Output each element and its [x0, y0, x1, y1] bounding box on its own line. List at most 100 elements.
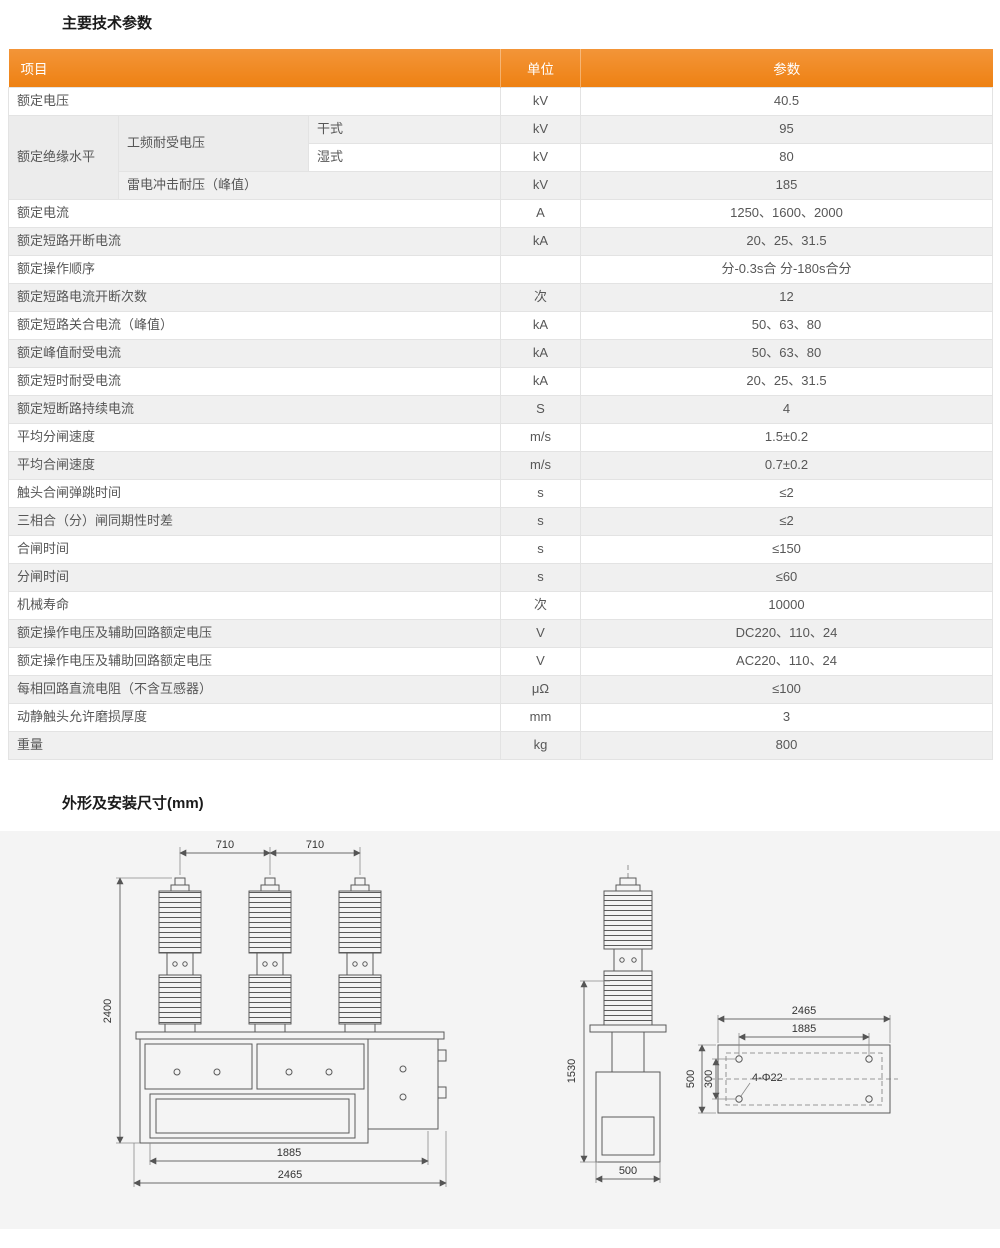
param-item: 动静触头允许磨损厚度 — [8, 703, 501, 732]
param-item-group: 额定绝缘水平 — [8, 115, 119, 200]
param-unit: V — [500, 619, 581, 648]
param-value: ≤2 — [580, 479, 993, 508]
param-unit: kV — [500, 115, 581, 144]
param-value: AC220、110、24 — [580, 647, 993, 676]
dim-front-width-inner: 1885 — [277, 1147, 301, 1159]
param-value: ≤60 — [580, 563, 993, 592]
param-unit: S — [500, 395, 581, 424]
param-value: ≤2 — [580, 507, 993, 536]
param-value: 50、63、80 — [580, 311, 993, 340]
side-view: 1530 500 — [566, 865, 667, 1183]
param-unit: s — [500, 563, 581, 592]
param-unit: kg — [500, 731, 581, 760]
param-unit: kA — [500, 367, 581, 396]
param-value: 800 — [580, 731, 993, 760]
param-value: 20、25、31.5 — [580, 367, 993, 396]
param-value: 95 — [580, 115, 993, 144]
param-unit: V — [500, 647, 581, 676]
dim-plan-width-inner: 1885 — [792, 1023, 816, 1035]
param-item: 额定短时耐受电流 — [8, 367, 501, 396]
param-item: 分闸时间 — [8, 563, 501, 592]
param-item: 额定短路关合电流（峰值） — [8, 311, 501, 340]
param-unit: s — [500, 507, 581, 536]
dim-plan-width-outer: 2465 — [792, 1005, 816, 1017]
param-unit: kA — [500, 339, 581, 368]
table-header-row: 项目 单位 参数 — [8, 49, 993, 88]
page-title-dimensions: 外形及安装尺寸(mm) — [62, 795, 204, 812]
param-value: 10000 — [580, 591, 993, 620]
param-unit: kV — [500, 171, 581, 200]
param-item: 触头合闸弹跳时间 — [8, 479, 501, 508]
param-item: 湿式 — [308, 143, 501, 172]
table-row: 额定操作顺序分-0.3s合 分-180s合分 — [8, 255, 993, 284]
param-unit: μΩ — [500, 675, 581, 704]
dim-pole-pitch-left: 710 — [216, 839, 234, 851]
param-item: 干式 — [308, 115, 501, 144]
param-unit: m/s — [500, 451, 581, 480]
param-unit: s — [500, 535, 581, 564]
dim-front-width-outer: 2465 — [278, 1169, 302, 1181]
param-value: ≤150 — [580, 535, 993, 564]
param-value: ≤100 — [580, 675, 993, 704]
param-item: 额定操作顺序 — [8, 255, 501, 284]
col-header-unit: 单位 — [500, 49, 581, 88]
param-value: 185 — [580, 171, 993, 200]
param-unit: s — [500, 479, 581, 508]
dim-plan-hole-pitch: 300 — [703, 1070, 715, 1088]
param-item: 重量 — [8, 731, 501, 760]
technical-drawing: 710 710 2400 1885 2465 — [102, 839, 898, 1187]
dim-side-height: 1530 — [566, 1059, 578, 1083]
dim-plan-holes: 4-Φ22 — [752, 1072, 783, 1084]
dim-side-depth: 500 — [619, 1165, 637, 1177]
param-item: 平均合闸速度 — [8, 451, 501, 480]
param-item: 三相合（分）闸同期性时差 — [8, 507, 501, 536]
dim-pole-pitch-right: 710 — [306, 839, 324, 851]
param-item: 雷电冲击耐压（峰值） — [118, 171, 501, 200]
table-row: 雷电冲击耐压（峰值） kV 185 — [9, 171, 993, 200]
param-unit: 次 — [500, 283, 581, 312]
param-unit: kA — [500, 311, 581, 340]
dim-plan-depth: 500 — [685, 1070, 697, 1088]
param-item: 平均分闸速度 — [8, 423, 501, 452]
page-title-parameters: 主要技术参数 — [62, 15, 153, 32]
param-unit: kA — [500, 227, 581, 256]
col-header-param: 参数 — [580, 49, 993, 88]
param-value: 0.7±0.2 — [580, 451, 993, 480]
param-item: 额定电流 — [8, 199, 501, 228]
dim-front-height: 2400 — [102, 999, 114, 1023]
param-item: 额定峰值耐受电流 — [8, 339, 501, 368]
param-item: 额定电压 — [8, 87, 501, 116]
param-value: 3 — [580, 703, 993, 732]
table-row: 额定绝缘水平 工频耐受电压 干式 kV 95 — [8, 115, 993, 200]
table-row: 每相回路直流电阻（不含互感器）μΩ≤100 — [8, 675, 993, 704]
param-value: 40.5 — [580, 87, 993, 116]
param-value: 20、25、31.5 — [580, 227, 993, 256]
param-unit: A — [500, 199, 581, 228]
param-unit: m/s — [500, 423, 581, 452]
front-view: 710 710 2400 1885 2465 — [102, 839, 447, 1187]
param-unit: kV — [500, 143, 581, 172]
param-value: DC220、110、24 — [580, 619, 993, 648]
col-header-item: 项目 — [8, 49, 501, 88]
param-value: 4 — [580, 395, 993, 424]
param-item: 额定操作电压及辅助回路额定电压 — [8, 619, 501, 648]
param-item: 每相回路直流电阻（不含互感器） — [8, 675, 501, 704]
param-item: 合闸时间 — [8, 535, 501, 564]
param-item: 机械寿命 — [8, 591, 501, 620]
param-value: 12 — [580, 283, 993, 312]
param-unit — [500, 255, 581, 284]
